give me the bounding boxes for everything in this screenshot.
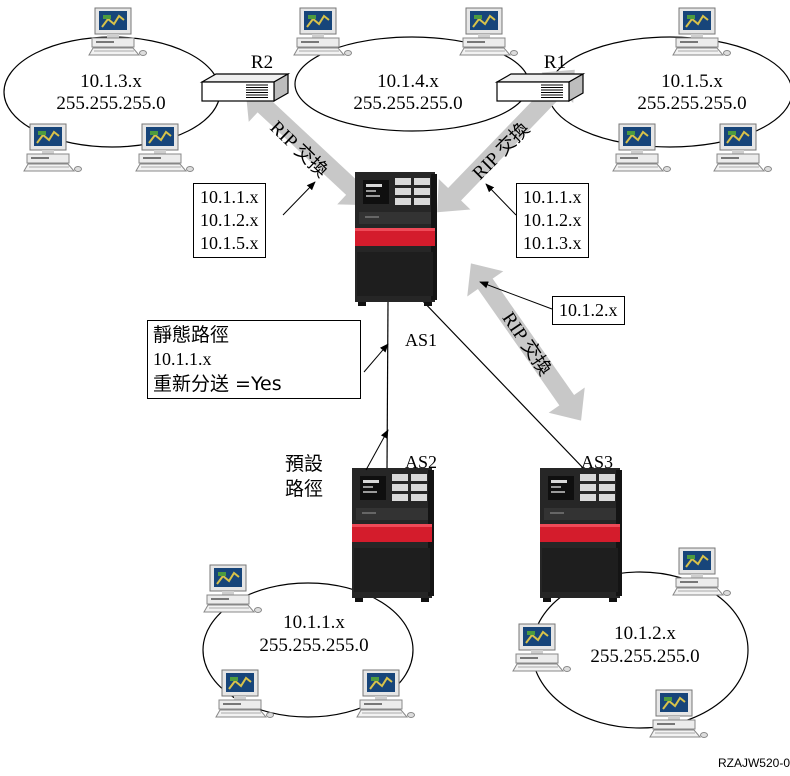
network-mask: 255.255.255.0 [637,93,747,114]
lan-ring-10-1-1 [202,582,414,718]
server-as1 [355,172,437,306]
computer-icon [672,547,732,597]
rip-arrow-r1-as1 [437,69,575,213]
computer-icon [293,7,353,57]
computer-icon [612,123,672,173]
network-mask: 255.255.255.0 [590,646,700,667]
figure-id: RZAJW520-0 [717,756,790,770]
computer-icon [512,623,572,673]
rip-arrow-as1-as3 [467,263,585,421]
route-entry: 10.1.1.x [200,187,259,207]
pointer-default-route [365,429,389,471]
network-address: 10.1.1.x [283,612,345,633]
network-address: 10.1.4.x [377,71,439,92]
computer-icon [88,7,148,57]
network-address: 10.1.5.x [661,71,723,92]
server-as3 [540,468,622,602]
network-mask: 255.255.255.0 [259,635,369,656]
route-entry: 10.1.2.x [559,300,618,320]
pointer-as3-route [479,281,553,310]
route-box-as3: 10.1.2.x [552,296,625,325]
computer-icon [672,7,732,57]
computer-icon [713,123,773,173]
computer-icon [135,123,195,173]
system-label-as2: AS2 [405,452,438,472]
pointer-left-routes [282,181,316,216]
route-box-left: 10.1.1.x 10.1.2.x 10.1.5.x [193,183,266,258]
computer-icon [649,689,709,739]
system-label-as1: AS1 [405,330,438,350]
computer-icon [215,669,275,719]
route-entry: 10.1.2.x [200,210,259,230]
router-r1-label: R1 [543,52,567,73]
router-r1 [496,73,584,102]
link-as1-as2 [386,301,389,471]
computer-icon [203,564,263,614]
route-entry: 10.1.3.x [523,233,582,253]
route-entry: 10.1.5.x [200,233,259,253]
static-route-box: 靜態路徑 10.1.1.x 重新分送 =Yes [147,320,361,399]
link-as1-as3 [417,295,586,471]
computer-icon [356,669,416,719]
rip-arrow-r2-as1 [245,88,371,206]
network-mask: 255.255.255.0 [353,93,463,114]
server-as2 [352,468,434,602]
route-box-right: 10.1.1.x 10.1.2.x 10.1.3.x [516,183,589,258]
route-entry: 10.1.1.x [523,187,582,207]
router-r2-label: R2 [250,52,274,73]
default-route-label-line2: 路徑 [285,478,324,500]
pointer-right-routes [485,183,517,216]
computer-icon [459,7,519,57]
network-address: 10.1.3.x [80,71,142,92]
static-route-title: 靜態路徑 [153,324,230,346]
pointer-static-route [363,343,389,373]
default-route-label-line1: 預設 [285,453,324,475]
static-route-address: 10.1.1.x [153,349,212,369]
computer-icon [23,123,83,173]
route-entry: 10.1.2.x [523,210,582,230]
system-label-as3: AS3 [581,452,614,472]
router-r2 [201,73,289,102]
static-route-redistribute: 重新分送 =Yes [153,373,282,395]
network-address: 10.1.2.x [614,623,676,644]
network-mask: 255.255.255.0 [56,93,166,114]
